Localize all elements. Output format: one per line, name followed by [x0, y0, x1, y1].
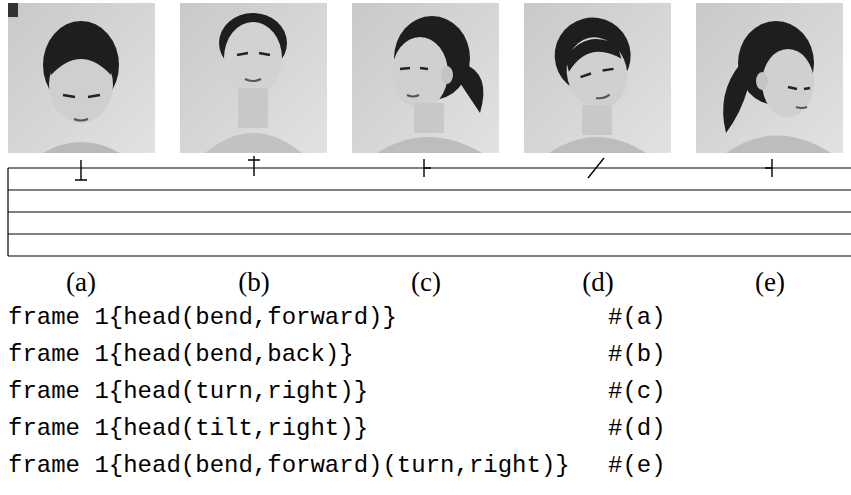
panel-label: (b): [238, 269, 269, 296]
head-photo: [180, 3, 327, 153]
head-photo: [696, 3, 843, 153]
panel-label: (c): [411, 269, 441, 296]
head-photo: [524, 3, 671, 153]
panel-label: (a): [66, 269, 96, 296]
head-symbol: [75, 156, 772, 180]
code-comment: #(c): [608, 380, 666, 404]
code-line: frame 1{head(bend,back)}: [8, 343, 354, 367]
code-line: frame 1{head(tilt,right)}: [8, 417, 368, 441]
panel-label: (e): [755, 269, 785, 296]
code-comment: #(b): [608, 343, 666, 367]
panel-label: (d): [582, 269, 613, 296]
staff: [8, 168, 851, 256]
code-comment: #(d): [608, 417, 666, 441]
code-line: frame 1{head(bend,forward)}: [8, 306, 397, 330]
code-line: frame 1{head(bend,forward)(turn,right)}: [8, 454, 570, 478]
head-photo: [352, 3, 499, 153]
code-comment: #(a): [608, 306, 666, 330]
code-comment: #(e): [608, 454, 666, 478]
head-photo: [8, 3, 155, 153]
code-line: frame 1{head(turn,right)}: [8, 380, 368, 404]
